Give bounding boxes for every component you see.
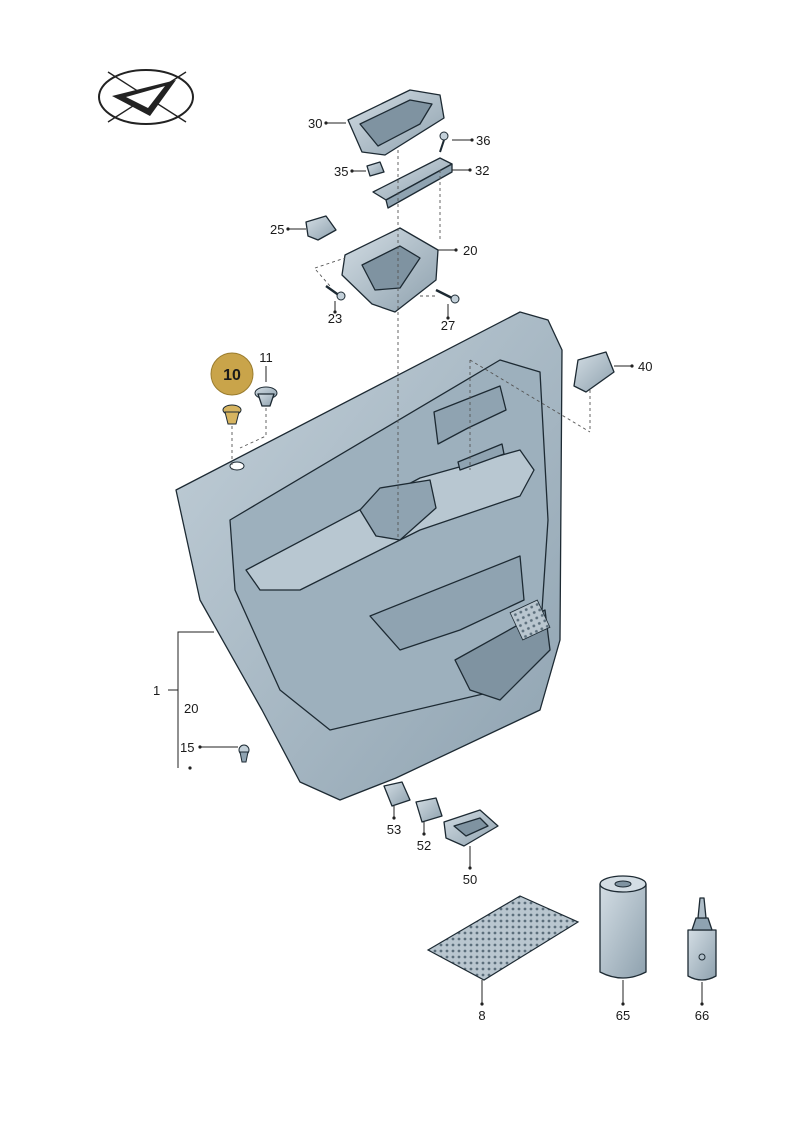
- callout-15: 15: [180, 740, 194, 755]
- callout-40: 40: [638, 359, 652, 374]
- part-32-switch-strip: [372, 157, 453, 209]
- callout-66: 66: [695, 1008, 709, 1023]
- callout-20-bracket: 20: [463, 243, 477, 258]
- assembly-lines: [231, 150, 591, 540]
- part-25-clip: [305, 215, 337, 241]
- callout-27: 27: [441, 318, 455, 333]
- callout-53: 53: [387, 822, 401, 837]
- callout-32: 32: [475, 163, 489, 178]
- callout-1: 1: [153, 683, 160, 698]
- callout-11: 11: [259, 350, 273, 365]
- part-27-screw: [435, 288, 460, 304]
- part-15-screw: [238, 744, 250, 763]
- part-36-screw: [439, 131, 449, 153]
- callout-23: 23: [328, 311, 342, 326]
- part-8-mesh-mat: [426, 895, 580, 981]
- part-52-clip: [415, 797, 443, 823]
- callout-8: 8: [478, 1008, 485, 1023]
- callout-25: 25: [270, 222, 284, 237]
- part-23-screw: [325, 285, 346, 301]
- part-20-bracket: [341, 227, 439, 313]
- callout-36: 36: [476, 133, 490, 148]
- logo-icon: [98, 69, 194, 125]
- part-66-bottle: [687, 897, 717, 981]
- part-53-clip: [383, 781, 411, 807]
- callout-10: 10: [223, 367, 241, 384]
- part-65-roll: [599, 875, 647, 979]
- highlight-circle: [210, 352, 254, 396]
- part-11-cap: [254, 386, 278, 407]
- callout-20-panel: 20: [184, 701, 198, 716]
- part-35-clip: [366, 161, 385, 177]
- part-50-pocket: [443, 809, 499, 847]
- callout-65: 65: [616, 1008, 630, 1023]
- part-1-door-panel: [175, 311, 563, 801]
- callout-35: 35: [334, 164, 348, 179]
- part-40-clip: [573, 351, 615, 393]
- callout-50: 50: [463, 872, 477, 887]
- leader-lines: [168, 121, 704, 1006]
- part-30-tray: [347, 89, 445, 156]
- callout-30: 30: [308, 116, 322, 131]
- part-10-nut: [222, 404, 242, 425]
- callout-52: 52: [417, 838, 431, 853]
